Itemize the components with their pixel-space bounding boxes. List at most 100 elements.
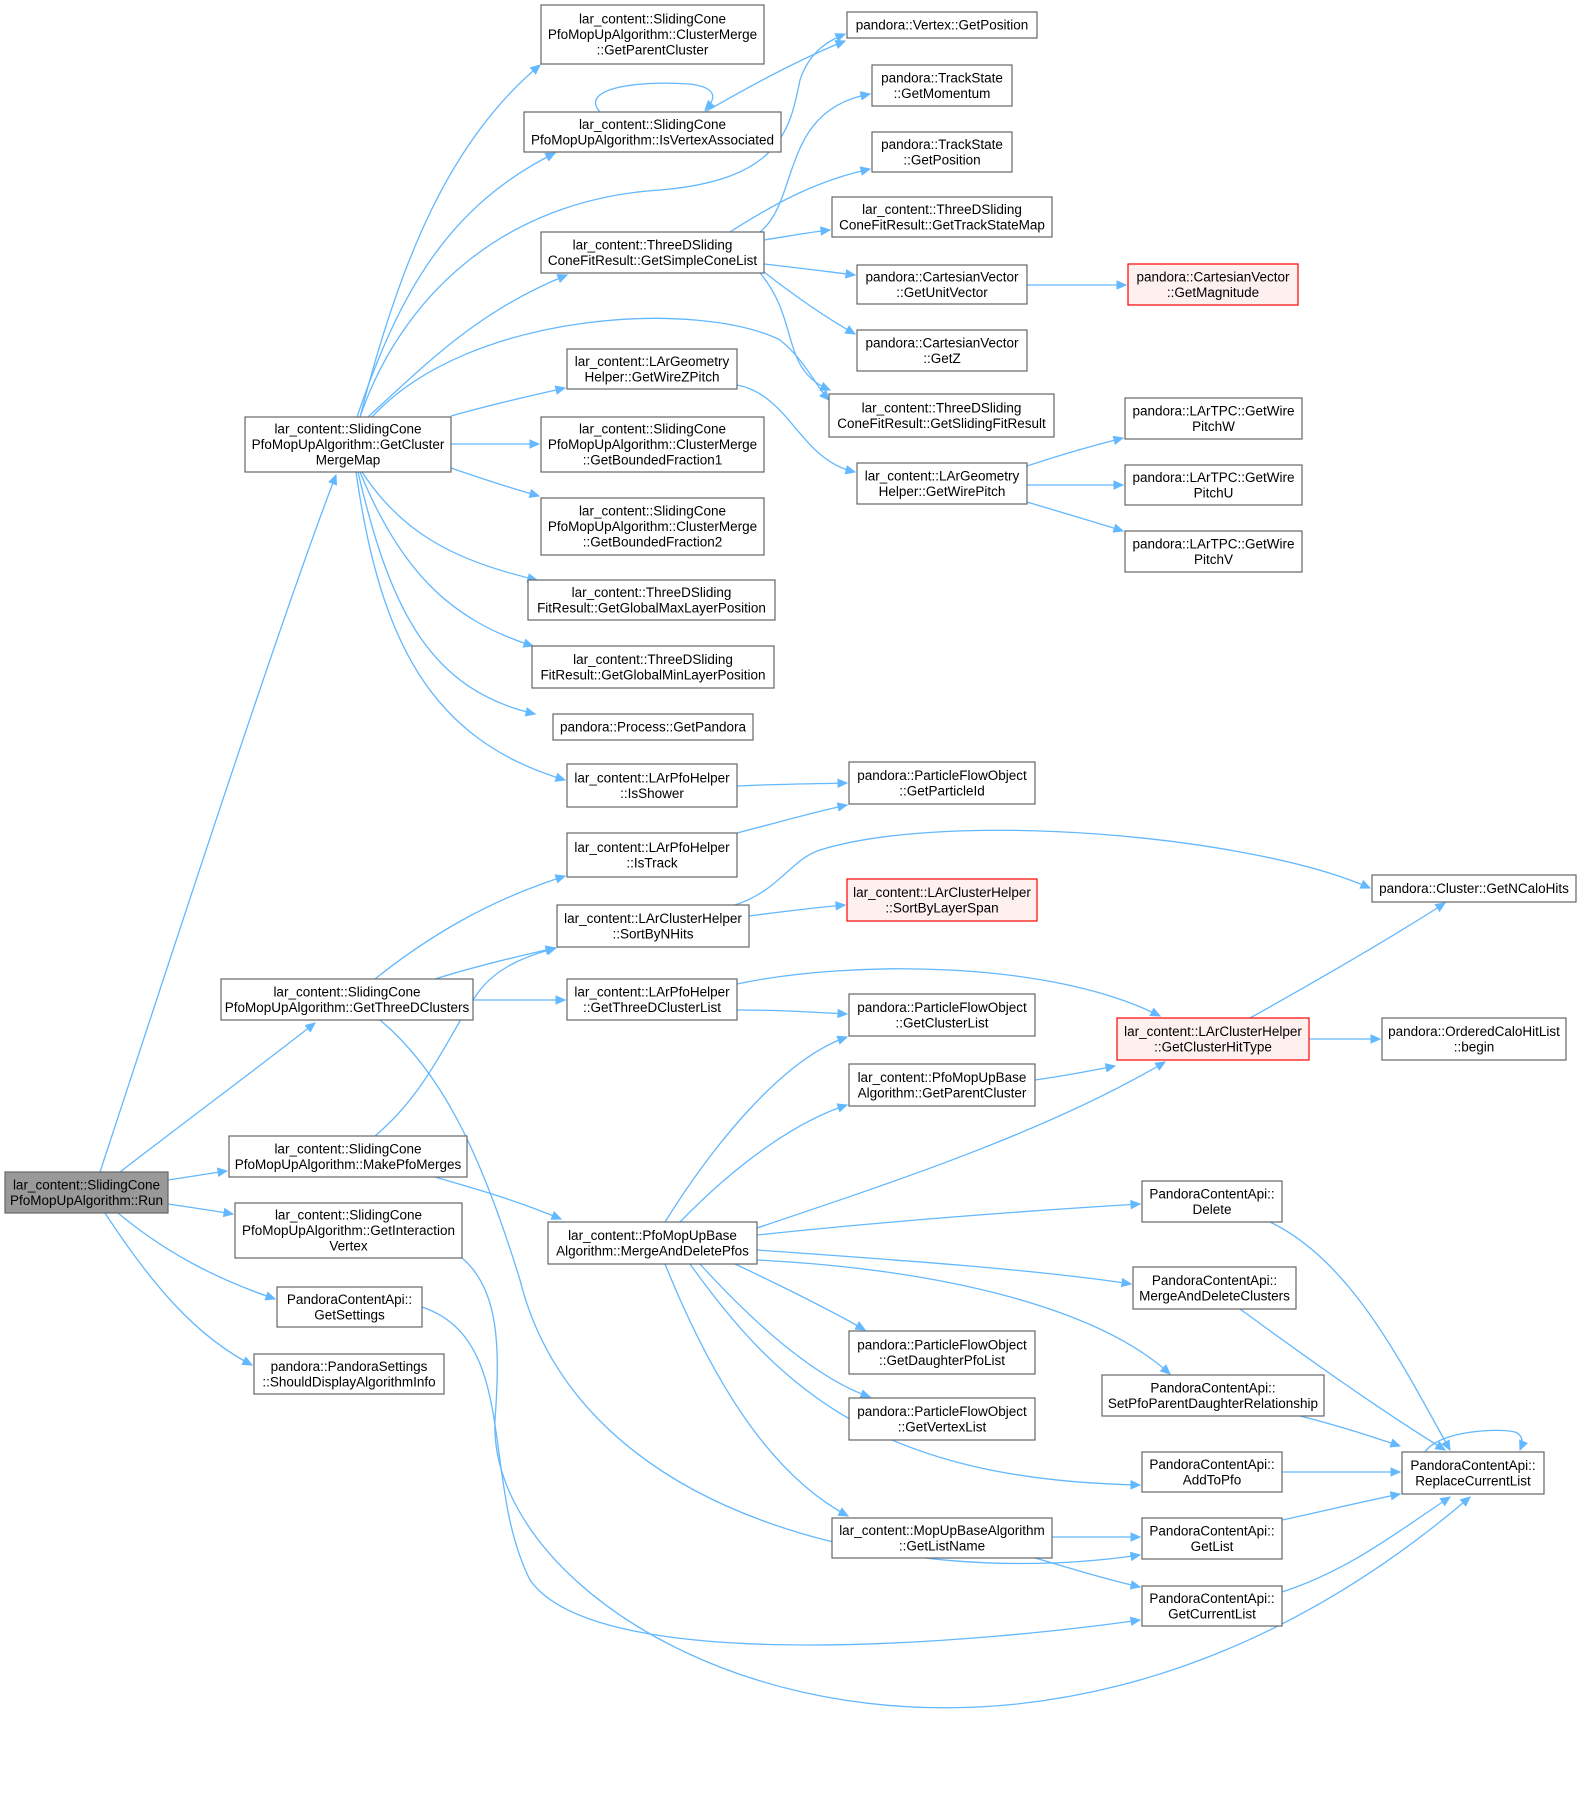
node-getParticleId[interactable]: pandora::ParticleFlowObject::GetParticle…	[848, 761, 1036, 805]
node-getNCaloHits[interactable]: pandora::Cluster::GetNCaloHits	[1371, 874, 1577, 903]
node-makePfoMerges[interactable]: lar_content::SlidingConePfoMopUpAlgorith…	[228, 1135, 468, 1178]
node-sortByNHits[interactable]: lar_content::LArClusterHelper::SortByNHi…	[556, 904, 750, 948]
arrowhead	[844, 325, 857, 335]
edge-getClusterMergeMap-to-isShower	[355, 471, 567, 782]
node-getListName[interactable]: lar_content::MopUpBaseAlgorithm::GetList…	[831, 1517, 1053, 1559]
node-label-line: pandora::LArTPC::GetWire	[1132, 403, 1294, 418]
node-label-line: ::GetClusterList	[895, 1015, 988, 1030]
node-getClusterList[interactable]: pandora::ParticleFlowObject::GetClusterL…	[848, 993, 1036, 1037]
edge-run-to-shouldDisplay	[104, 1212, 254, 1366]
node-getThreeDClusters[interactable]: lar_content::SlidingConePfoMopUpAlgorith…	[220, 978, 474, 1021]
edge-line	[1034, 1065, 1116, 1081]
node-getZ[interactable]: pandora::CartesianVector::GetZ	[856, 329, 1028, 372]
node-getTrackStateMap[interactable]: lar_content::ThreeDSlidingConeFitResult:…	[831, 196, 1053, 238]
node-box	[1132, 1266, 1297, 1310]
node-getInteractionVertex[interactable]: lar_content::SlidingConePfoMopUpAlgorith…	[234, 1202, 463, 1259]
node-box	[1141, 1585, 1283, 1627]
node-label-line: pandora::ParticleFlowObject	[857, 1337, 1027, 1352]
arrowhead	[1129, 1551, 1142, 1562]
arrowhead	[1434, 1440, 1447, 1451]
node-getVertexList[interactable]: pandora::ParticleFlowObject::GetVertexLi…	[848, 1397, 1036, 1441]
node-shouldDisplay[interactable]: pandora::PandoraSettings::ShouldDisplayA…	[253, 1353, 445, 1395]
arrowhead	[241, 1356, 254, 1366]
edge-line	[756, 1061, 1166, 1229]
node-box	[848, 1397, 1036, 1441]
node-label-line: ::GetPosition	[903, 152, 980, 167]
node-label-line: PfoMopUpAlgorithm::MakePfoMerges	[235, 1157, 462, 1172]
edge-line	[374, 875, 566, 980]
edge-getSimpleConeList-to-getTrackStateMap	[763, 226, 832, 241]
edge-getClusterMergeMap-to-getParentCluster1	[359, 64, 541, 418]
node-label-line: lar_content::LArGeometry	[575, 354, 730, 369]
node-box	[848, 1330, 1036, 1375]
node-getClusterHitType[interactable]: lar_content::LArClusterHelper::GetCluste…	[1116, 1017, 1310, 1061]
node-getSettings[interactable]: PandoraContentApi::GetSettings	[276, 1286, 423, 1328]
edge-run-to-getInteractionVertex	[167, 1203, 235, 1218]
node-setPfoParent[interactable]: PandoraContentApi::SetPfoParentDaughterR…	[1101, 1374, 1325, 1417]
node-sortByLayerSpan[interactable]: lar_content::LArClusterHelper::SortByLay…	[846, 878, 1038, 922]
arrowhead	[844, 465, 857, 475]
node-label-line: lar_content::LArPfoHelper	[574, 770, 730, 785]
node-getWireZPitch[interactable]: lar_content::LArGeometryHelper::GetWireZ…	[566, 348, 738, 390]
node-orderedBegin[interactable]: pandora::OrderedCaloHitList::begin	[1381, 1017, 1567, 1061]
node-getClusterMergeMap[interactable]: lar_content::SlidingConePfoMopUpAlgorith…	[244, 416, 452, 473]
arrowhead	[859, 91, 872, 101]
node-replaceCurrentList[interactable]: PandoraContentApi::ReplaceCurrentList	[1401, 1451, 1545, 1495]
node-label-line: lar_content::PfoMopUpBase	[858, 1070, 1027, 1085]
node-getThreeDClusterList[interactable]: lar_content::LArPfoHelper::GetThreeDClus…	[566, 978, 738, 1021]
edge-line	[1249, 902, 1446, 1019]
edge-mergeAndDeletePfos-to-getClusterHitType	[756, 1061, 1167, 1229]
node-getParentCluster2[interactable]: lar_content::PfoMopUpBaseAlgorithm::GetP…	[848, 1063, 1036, 1107]
node-getCurrentList[interactable]: PandoraContentApi::GetCurrentList	[1141, 1585, 1283, 1627]
node-box	[871, 131, 1013, 173]
node-label-line: GetSettings	[314, 1307, 385, 1322]
node-run[interactable]: lar_content::SlidingConePfoMopUpAlgorith…	[4, 1171, 169, 1214]
node-getList[interactable]: PandoraContentApi::GetList	[1141, 1517, 1283, 1560]
node-getBoundedFraction1[interactable]: lar_content::SlidingConePfoMopUpAlgorith…	[540, 416, 765, 473]
node-getParentCluster1[interactable]: lar_content::SlidingConePfoMopUpAlgorith…	[540, 4, 765, 65]
node-vertexGetPosition[interactable]: pandora::Vertex::GetPosition	[846, 11, 1038, 39]
arrowhead	[328, 473, 338, 486]
node-box	[540, 231, 765, 274]
edge-apiDelete-to-replaceCurrentList	[1269, 1221, 1451, 1452]
node-getMagnitude[interactable]: pandora::CartesianVector::GetMagnitude	[1127, 263, 1299, 306]
node-getGlobalMin[interactable]: lar_content::ThreeDSlidingFitResult::Get…	[531, 645, 775, 689]
node-isVertexAssociated[interactable]: lar_content::SlidingConePfoMopUpAlgorith…	[523, 111, 782, 153]
node-trackGetMomentum[interactable]: pandora::TrackState::GetMomentum	[871, 64, 1013, 107]
node-apiDelete[interactable]: PandoraContentApi::Delete	[1141, 1180, 1283, 1223]
node-box	[1116, 1017, 1310, 1061]
node-box	[1141, 1517, 1283, 1560]
node-getWirePitch[interactable]: lar_content::LArGeometryHelper::GetWireP…	[856, 462, 1028, 505]
node-layer: lar_content::SlidingConePfoMopUpAlgorith…	[4, 4, 1577, 1627]
node-box	[540, 416, 765, 473]
node-box	[871, 64, 1013, 107]
node-getDaughterPfoList[interactable]: pandora::ParticleFlowObject::GetDaughter…	[848, 1330, 1036, 1375]
node-label-line: PfoMopUpAlgorithm::Run	[10, 1193, 163, 1208]
node-mergeAndDeleteClusters[interactable]: PandoraContentApi::MergeAndDeleteCluster…	[1132, 1266, 1297, 1310]
edge-getSimpleConeList-to-getUnitVector	[763, 263, 857, 279]
node-label-line: ::GetBoundedFraction1	[583, 453, 723, 468]
node-addToPfo[interactable]: PandoraContentApi::AddToPfo	[1141, 1451, 1283, 1493]
arrowhead	[836, 802, 849, 812]
node-getPandora[interactable]: pandora::Process::GetPandora	[552, 713, 754, 741]
node-getUnitVector[interactable]: pandora::CartesianVector::GetUnitVector	[856, 264, 1028, 305]
node-box	[253, 1353, 445, 1395]
edge-line	[759, 272, 831, 391]
node-isShower[interactable]: lar_content::LArPfoHelper::IsShower	[566, 763, 738, 808]
node-getSimpleConeList[interactable]: lar_content::ThreeDSlidingConeFitResult:…	[540, 231, 765, 274]
node-isTrack[interactable]: lar_content::LArPfoHelper::IsTrack	[566, 832, 738, 878]
arrowhead	[836, 1103, 849, 1113]
node-getBoundedFraction2[interactable]: lar_content::SlidingConePfoMopUpAlgorith…	[540, 497, 765, 556]
node-trackGetPosition[interactable]: pandora::TrackState::GetPosition	[871, 131, 1013, 173]
node-mergeAndDeletePfos[interactable]: lar_content::PfoMopUpBaseAlgorithm::Merg…	[547, 1221, 758, 1265]
edge-line	[1281, 1493, 1401, 1521]
node-label-line: PfoMopUpAlgorithm::ClusterMerge	[548, 437, 757, 452]
node-getSlidingFitResult[interactable]: lar_content::ThreeDSlidingConeFitResult:…	[828, 393, 1055, 438]
node-box	[1371, 874, 1577, 903]
node-box	[1124, 530, 1303, 573]
node-label-line: MergeAndDeleteClusters	[1139, 1288, 1290, 1303]
node-getGlobalMax[interactable]: lar_content::ThreeDSlidingFitResult::Get…	[527, 579, 776, 621]
